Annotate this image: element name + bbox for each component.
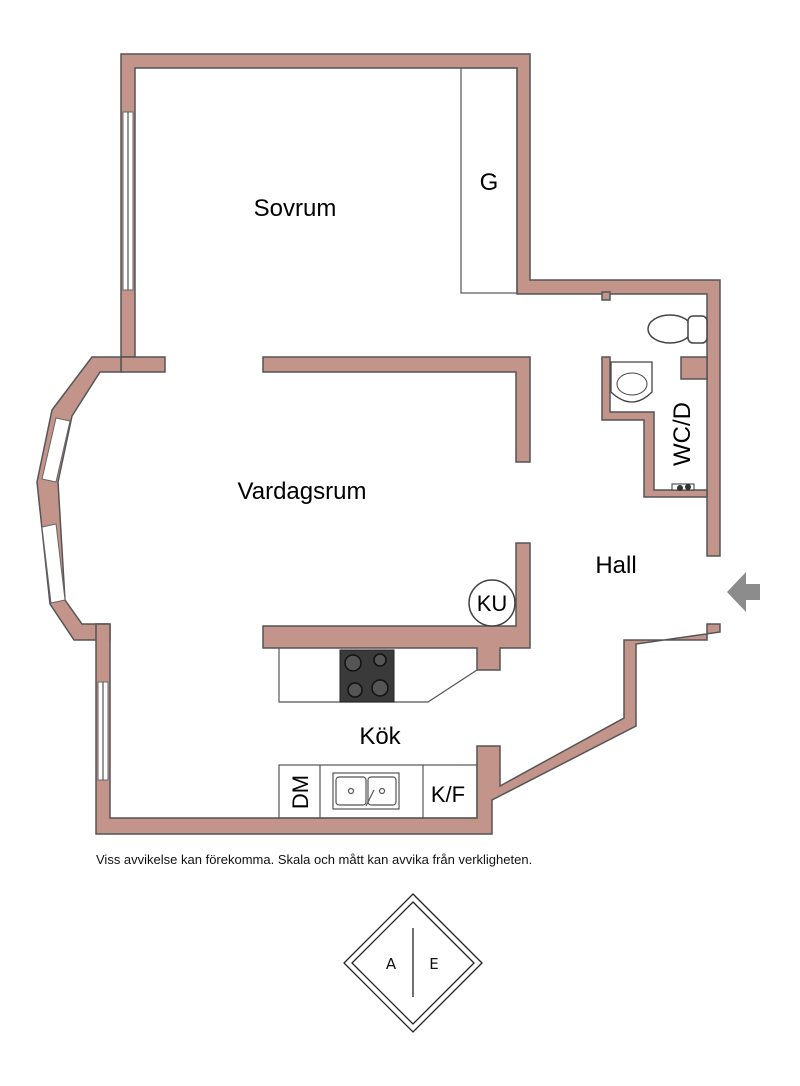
wall-wc: [601, 356, 708, 498]
entrance-arrow-icon: [727, 572, 760, 612]
wardrobe: [460, 67, 518, 294]
wall-kitchen-top: [262, 542, 531, 671]
stove-burners: [344, 653, 389, 698]
compass-left-label: A: [386, 955, 397, 973]
wall-sovrum-divider: [262, 356, 531, 463]
label-garderob: G: [480, 169, 499, 196]
wall-lower-left: [95, 623, 721, 835]
label-kf: K/F: [431, 782, 465, 807]
wall-wc-right: [680, 356, 708, 380]
window-bay-1: [41, 417, 71, 483]
compass-icon: A E: [343, 893, 483, 1033]
label-hall: Hall: [595, 552, 636, 579]
wall-stub: [601, 291, 611, 301]
label-vardagsrum: Vardagsrum: [238, 478, 367, 505]
label-dm: DM: [288, 775, 313, 809]
washbasin-icon: [610, 361, 653, 403]
label-wc: WC/D: [669, 402, 696, 466]
label-ku: KU: [477, 591, 508, 616]
toilet-icon: [647, 314, 708, 344]
sink-icon: [332, 772, 400, 810]
label-kok: Kök: [359, 723, 401, 750]
compass-right-label: E: [429, 955, 438, 973]
wall-sovrum-left: [120, 356, 166, 373]
wall-top: [120, 53, 721, 557]
washing-machine-icon: [671, 483, 695, 491]
window-bay-2: [41, 523, 66, 604]
disclaimer-text: Viss avvikelse kan förekomma. Skala och …: [96, 852, 533, 867]
wall-bay-window: [36, 356, 122, 641]
ku-circle: [468, 579, 516, 627]
label-sovrum: Sovrum: [254, 195, 337, 222]
kitchen-counter-bottom: [278, 764, 478, 819]
